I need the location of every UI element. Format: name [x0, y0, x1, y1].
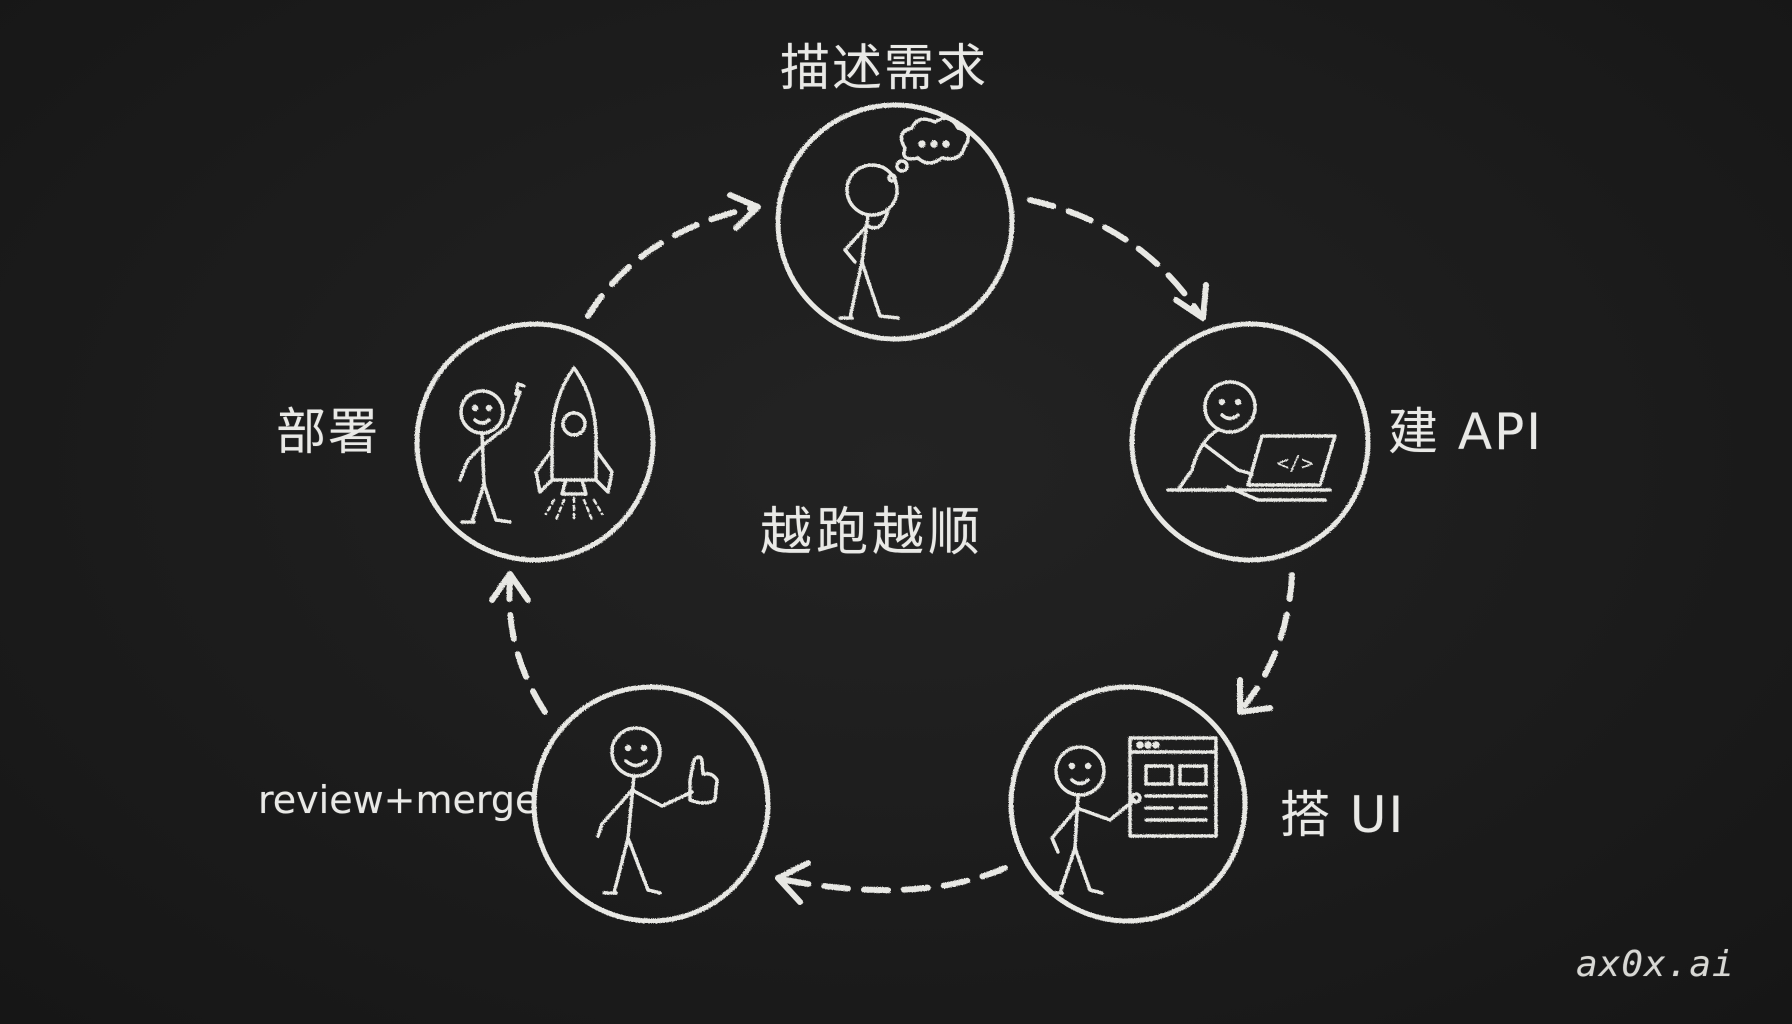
node-circle-ui	[1008, 684, 1248, 924]
node-label-review: review+merge	[258, 778, 539, 822]
arrow-review-to-deploy	[489, 571, 548, 715]
person-at-laptop-icon	[1166, 380, 1337, 502]
node-circle-describe	[775, 102, 1015, 342]
arrow-deploy-to-describe	[585, 192, 761, 319]
person-presenting-ui-icon	[1048, 736, 1218, 895]
arrow-describe-to-api	[1027, 197, 1209, 321]
arrow-api-to-ui	[1237, 572, 1295, 715]
node-label-ui: 搭 UI	[1280, 786, 1406, 844]
node-label-describe: 描述需求	[780, 39, 988, 97]
thinking-person-icon	[838, 116, 971, 320]
watermark: ax0x.ai	[1576, 944, 1735, 985]
node-circle-deploy	[414, 321, 656, 563]
person-waving-rocket-icon	[458, 366, 614, 524]
node-circle-review	[531, 684, 771, 924]
node-label-deploy: 部署	[276, 403, 380, 461]
node-circle-api	[1129, 321, 1371, 563]
center-label: 越跑越顺	[760, 503, 985, 563]
node-label-api: 建 API	[1388, 403, 1543, 461]
laptop-code-glyph: </>	[1277, 451, 1313, 475]
arrow-ui-to-review	[775, 860, 1008, 905]
person-thumbs-up-icon	[596, 726, 719, 895]
